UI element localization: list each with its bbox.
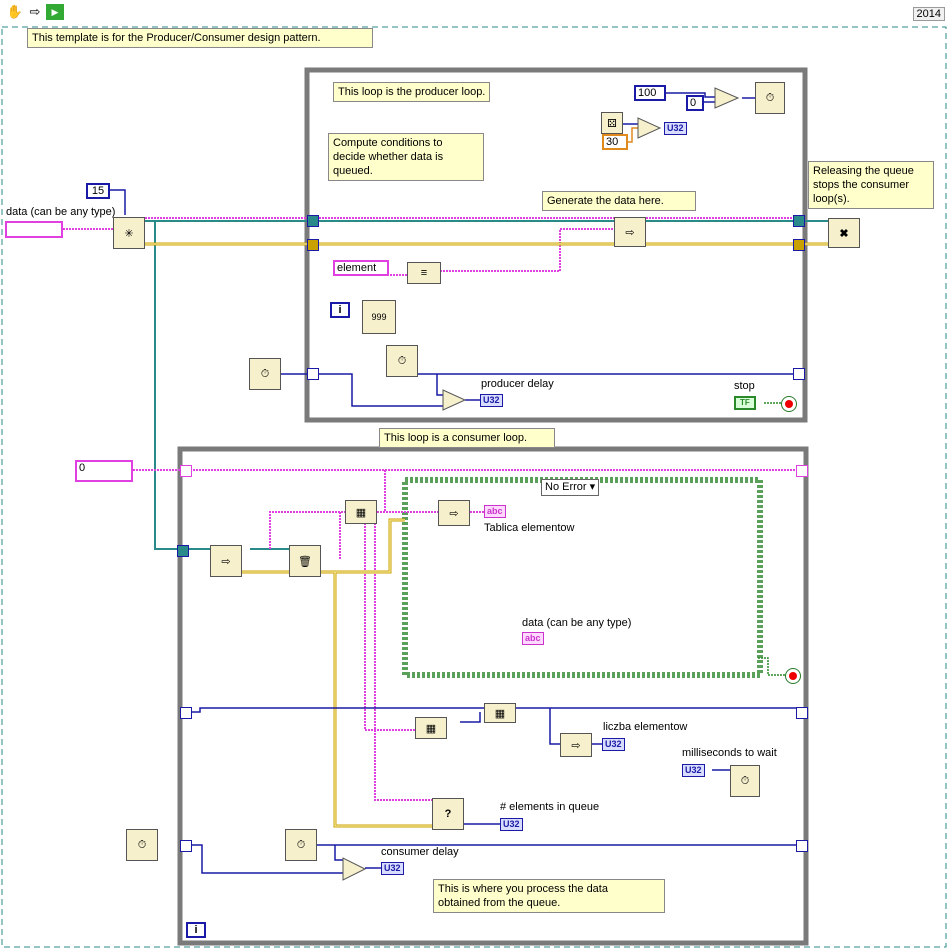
data-label: data (can be any type): [6, 206, 116, 218]
wait-ms-icon[interactable]: ⏱: [755, 82, 785, 114]
error-tunnel-right: [793, 239, 805, 251]
u32-conversion-node: U32: [664, 122, 687, 135]
process-data-note: This is where you process the data obtai…: [433, 879, 665, 913]
tablica-label: Tablica elementow: [484, 522, 575, 534]
consumer-stop-condition-icon: [785, 668, 801, 684]
generate-data-note: Generate the data here.: [542, 191, 696, 211]
case-selector-label: No Error: [545, 481, 587, 493]
stop-label: stop: [734, 380, 755, 392]
hand-icon[interactable]: ✋: [6, 4, 24, 19]
version-label: 2014: [912, 7, 945, 21]
dequeue-element-node[interactable]: ⇨: [210, 545, 242, 577]
constant-30[interactable]: 30: [602, 134, 628, 150]
build-array-node-2[interactable]: ▦: [484, 703, 516, 723]
milliseconds-control[interactable]: U32: [682, 764, 705, 777]
consumer-string-shift-left: [180, 465, 192, 477]
queue-status-node[interactable]: ?: [432, 798, 464, 830]
milliseconds-label: milliseconds to wait: [682, 747, 777, 759]
producer-loop-note: This loop is the producer loop.: [333, 82, 491, 102]
producer-timing-icon[interactable]: ⏱: [386, 345, 418, 377]
producer-stop-condition-icon: [781, 396, 797, 412]
release-queue-node[interactable]: ✖: [828, 218, 860, 248]
random-number-icon[interactable]: ⚄: [601, 112, 623, 134]
tablica-indicator: abc: [484, 505, 506, 518]
consumer-string-shift-right: [796, 465, 808, 477]
consumer-delay-shift-right: [796, 840, 808, 852]
stop-button-terminal[interactable]: TF: [734, 396, 756, 410]
consumer-queue-tunnel: [177, 545, 189, 557]
data-constant[interactable]: [5, 221, 63, 238]
compute-conditions-note: Compute conditions to decide whether dat…: [328, 133, 484, 181]
data-inner-indicator: abc: [522, 632, 544, 645]
releasing-queue-note: Releasing the queue stops the consumer l…: [808, 161, 934, 209]
data-inner-label: data (can be any type): [522, 617, 632, 629]
array-index-control[interactable]: 0: [75, 460, 133, 482]
array-size-node[interactable]: ⇨: [438, 500, 470, 526]
queue-tunnel-left: [307, 215, 319, 227]
liczba-label: liczba elementow: [603, 721, 688, 733]
enqueue-element-node[interactable]: ⇨: [614, 217, 646, 247]
producer-delay-control-icon[interactable]: ⏱: [249, 358, 281, 390]
case-selector[interactable]: No Error ▾: [541, 479, 600, 496]
producer-delay-label: producer delay: [481, 378, 554, 390]
obtain-queue-node[interactable]: ✳: [113, 217, 145, 249]
delay-shift-right: [793, 368, 805, 380]
build-array-node[interactable]: ▦: [345, 500, 377, 524]
elements-in-queue-indicator: U32: [500, 818, 523, 831]
consumer-delay-indicator: U32: [381, 862, 404, 875]
liczba-indicator: U32: [602, 738, 625, 751]
producer-delay-indicator: U32: [480, 394, 503, 407]
consumer-timing-icon[interactable]: ⏱: [285, 829, 317, 861]
error-tunnel-left: [307, 239, 319, 251]
constant-0[interactable]: 0: [686, 95, 704, 111]
consumer-loop-note: This loop is a consumer loop.: [379, 428, 555, 448]
consumer-int-shift-right: [796, 707, 808, 719]
elements-in-queue-label: # elements in queue: [500, 801, 600, 813]
consumer-delay-shift-left: [180, 840, 192, 852]
array-length-node[interactable]: ⇨: [560, 733, 592, 757]
element-constant[interactable]: element: [333, 260, 389, 276]
format-string-node[interactable]: ≡: [407, 262, 441, 284]
constant-100[interactable]: 100: [634, 85, 666, 101]
labview-icon[interactable]: ▶: [46, 4, 64, 20]
arrow-icon[interactable]: ⇨: [29, 4, 41, 19]
queue-tunnel-right: [793, 215, 805, 227]
flush-queue-node[interactable]: 🗑: [289, 545, 321, 577]
toolbar: ✋ ⇨ ▶ 2014: [0, 0, 949, 26]
queue-size-constant[interactable]: 15: [86, 183, 110, 199]
consumer-delay-control-icon[interactable]: ⏱: [126, 829, 158, 861]
array-subset-node[interactable]: ▦: [415, 717, 447, 739]
consumer-wait-ms-icon[interactable]: ⏱: [730, 765, 760, 797]
number-to-string-node[interactable]: 999: [362, 300, 396, 334]
iteration-terminal: i: [330, 302, 350, 318]
delay-shift-left: [307, 368, 319, 380]
template-note: This template is for the Producer/Consum…: [27, 28, 373, 48]
consumer-delay-label: consumer delay: [381, 846, 459, 858]
consumer-int-shift-left: [180, 707, 192, 719]
consumer-iteration-terminal: i: [186, 922, 206, 938]
